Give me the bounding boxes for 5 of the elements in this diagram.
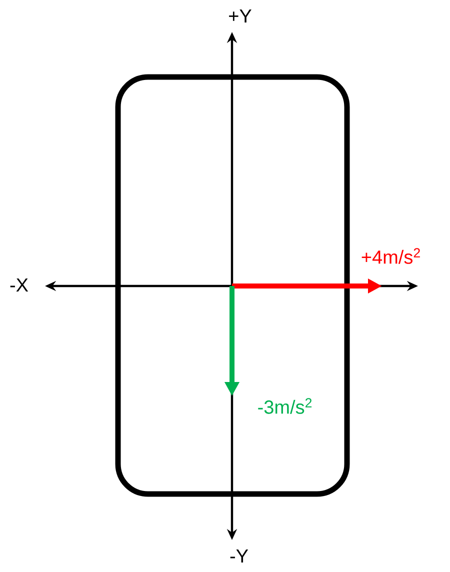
axis-label: -X	[10, 278, 28, 292]
vector-label: +4m/s$^{2}$	[362, 248, 420, 264]
axis-label: -Y	[230, 549, 248, 563]
axis-label: +Y	[229, 9, 252, 23]
vector-label: -3m/s$^{2}$	[258, 398, 312, 414]
